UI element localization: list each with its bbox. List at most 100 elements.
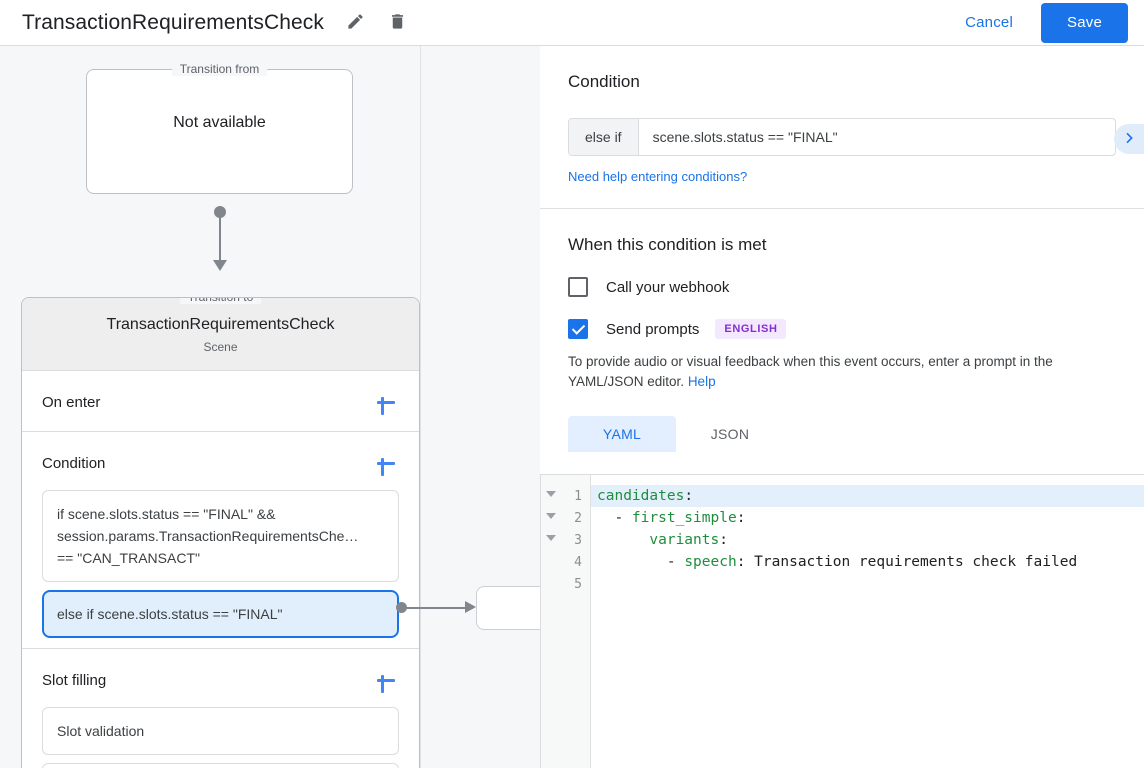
tab-json[interactable]: JSON <box>676 416 784 452</box>
panel-when-met-section: When this condition is met Call your web… <box>540 209 1144 474</box>
code-line[interactable] <box>591 573 1144 595</box>
edge-line <box>405 607 473 609</box>
code-suffix: : <box>684 488 694 504</box>
save-button[interactable]: Save <box>1041 2 1128 43</box>
panel-when-met-heading: When this condition is met <box>568 235 767 254</box>
code-key: speech <box>684 554 737 570</box>
scene-subtitle: Scene <box>203 340 238 354</box>
editor-format-tabs: YAML JSON <box>568 416 1116 452</box>
gutter-row[interactable]: 4 <box>541 551 590 573</box>
add-slot-filling-button[interactable] <box>373 667 399 693</box>
section-title-condition: Condition <box>42 454 106 472</box>
line-number: 2 <box>574 510 582 526</box>
panel-condition-section: Condition else if Need help entering con… <box>540 46 1144 209</box>
line-number: 1 <box>574 488 582 504</box>
line-number: 5 <box>574 576 582 592</box>
code-line[interactable]: - speech: Transaction requirements check… <box>591 551 1144 573</box>
fold-arrow-icon[interactable] <box>546 491 556 497</box>
condition-expression-input[interactable] <box>638 119 1115 155</box>
help-link[interactable]: Help <box>687 374 716 389</box>
transition-to-legend: Transition to <box>179 298 262 304</box>
fold-arrow-icon[interactable] <box>546 535 556 541</box>
scene-header: TransactionRequirementsCheck Scene <box>22 298 419 371</box>
code-key: variants <box>649 532 720 548</box>
code-indent: - <box>597 510 632 526</box>
code-suffix: : <box>736 554 755 570</box>
transition-to-node[interactable]: Transition to TransactionRequirementsChe… <box>21 297 420 768</box>
gutter-row[interactable]: 1 <box>541 485 590 507</box>
code-line[interactable]: variants: <box>591 529 1144 551</box>
flow-canvas[interactable]: Transition from Not available Transition… <box>0 46 540 768</box>
webhook-checkbox[interactable] <box>568 277 588 297</box>
condition-item[interactable]: if scene.slots.status == "FINAL" && sess… <box>42 490 399 582</box>
gutter-row[interactable]: 3 <box>541 529 590 551</box>
slot-filling-text: Slot validation <box>57 723 145 739</box>
app-header: TransactionRequirementsCheck Cancel Save <box>0 0 1144 46</box>
transition-from-node[interactable]: Transition from Not available <box>86 62 353 194</box>
add-condition-button[interactable] <box>373 450 399 476</box>
condition-text-line: else if scene.slots.status == "FINAL" <box>57 606 283 622</box>
edit-title-button[interactable] <box>340 8 370 38</box>
expand-panel-button[interactable] <box>1114 124 1144 154</box>
page-title: TransactionRequirementsCheck <box>22 10 324 34</box>
webhook-checkbox-label: Call your webhook <box>606 278 730 296</box>
condition-text-line: if scene.slots.status == "FINAL" && <box>57 506 276 522</box>
condition-item-selected[interactable]: else if scene.slots.status == "FINAL" <box>42 590 399 638</box>
scene-section-on-enter: On enter <box>22 371 419 432</box>
edge-arrowhead <box>465 601 476 613</box>
scene-section-condition: Condition if scene.slots.status == "FINA… <box>22 432 419 649</box>
section-title-slot-filling: Slot filling <box>42 671 107 689</box>
fold-arrow-icon[interactable] <box>546 513 556 519</box>
slot-filling-item[interactable]: Slot validation <box>42 707 399 755</box>
pencil-icon <box>346 12 365 34</box>
section-header: Slot filling <box>22 649 419 699</box>
code-key: first_simple <box>631 510 737 526</box>
section-title-on-enter: On enter <box>42 393 101 411</box>
code-suffix: : <box>719 532 728 548</box>
code-value: Transaction requirements check failed <box>754 554 1078 570</box>
webhook-checkbox-row[interactable]: Call your webhook <box>568 277 1116 297</box>
main-body: Transition from Not available Transition… <box>0 46 1144 768</box>
transition-from-label: Not available <box>173 113 266 131</box>
section-header: On enter <box>22 371 419 421</box>
tab-yaml[interactable]: YAML <box>568 416 676 452</box>
editor-gutter: 1 2 3 4 5 <box>541 475 591 768</box>
condition-help-link[interactable]: Need help entering conditions? <box>568 169 748 184</box>
add-on-enter-button[interactable] <box>373 389 399 415</box>
connector-line-vertical <box>219 206 221 264</box>
code-line[interactable]: - first_simple: <box>591 507 1144 529</box>
section-header: Condition <box>22 432 419 482</box>
trash-icon <box>388 12 407 34</box>
details-panel: Condition else if Need help entering con… <box>540 46 1144 768</box>
send-prompts-checkbox[interactable] <box>568 319 588 339</box>
cancel-button[interactable]: Cancel <box>951 6 1027 39</box>
delete-button[interactable] <box>382 8 412 38</box>
slot-filling-item[interactable]: TransactionRequirementsCheck <box>42 763 399 768</box>
panel-condition-heading: Condition <box>568 72 640 91</box>
line-number: 3 <box>574 532 582 548</box>
description-text: To provide audio or visual feedback when… <box>568 354 1053 389</box>
code-key: candidates <box>597 488 685 504</box>
transition-from-legend: Transition from <box>171 62 268 76</box>
code-line[interactable]: candidates: <box>591 485 1144 507</box>
line-number: 4 <box>574 554 582 570</box>
editor-code-area[interactable]: candidates: - first_simple: variants: - … <box>591 475 1144 768</box>
code-suffix: : <box>736 510 746 526</box>
condition-input-row[interactable]: else if <box>568 118 1116 156</box>
connector-arrowhead <box>213 260 227 271</box>
scene-title: TransactionRequirementsCheck <box>106 316 335 333</box>
send-prompts-checkbox-row[interactable]: Send prompts ENGLISH <box>568 319 1116 339</box>
next-node-partial[interactable] <box>476 586 540 630</box>
condition-text-line: == "CAN_TRANSACT" <box>57 550 200 566</box>
code-indent <box>597 532 649 548</box>
language-badge: ENGLISH <box>715 319 787 339</box>
send-prompts-description: To provide audio or visual feedback when… <box>568 352 1116 392</box>
canvas-column-divider <box>420 46 421 768</box>
gutter-row[interactable]: 2 <box>541 507 590 529</box>
chevron-right-icon <box>1121 130 1137 149</box>
gutter-row[interactable]: 5 <box>541 573 590 595</box>
scene-section-slot-filling: Slot filling Slot validation Transaction… <box>22 649 419 768</box>
condition-prefix-label: else if <box>569 119 639 155</box>
prompt-code-editor[interactable]: 1 2 3 4 5 <box>540 474 1144 768</box>
